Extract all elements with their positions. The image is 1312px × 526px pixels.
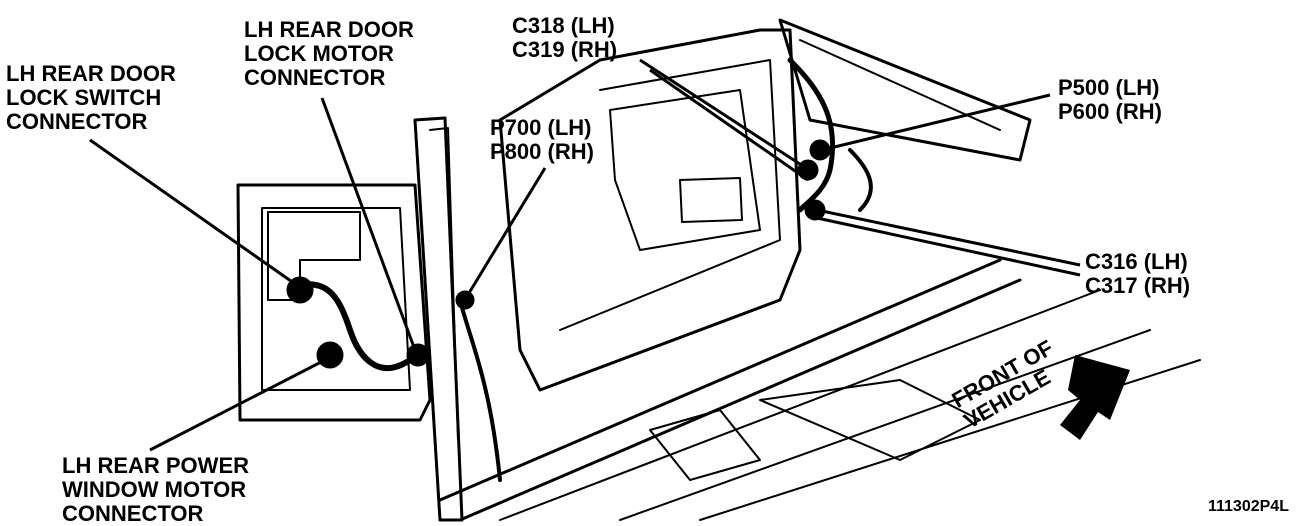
leader-c316-b (816, 216, 1081, 277)
rocker-sill (438, 258, 1002, 502)
lock-motor-label: LH REAR DOOR LOCK MOTOR CONNECTOR (244, 18, 414, 90)
arrow-icon (1060, 355, 1130, 440)
c316-line: C316 (LH) (1085, 249, 1188, 274)
rear-door-panel (236, 183, 432, 422)
lock-switch-line-1: LH REAR DOOR (6, 61, 176, 86)
c316-c317-label: C316 (LH) C317 (RH) (1085, 250, 1190, 298)
p700-line: P700 (LH) (490, 115, 592, 140)
c317-line: C317 (RH) (1085, 273, 1191, 298)
p500-line: P500 (LH) (1058, 75, 1160, 100)
leader-c316-a (816, 208, 1081, 267)
window-motor-label: LH REAR POWER WINDOW MOTOR CONNECTOR (62, 454, 249, 526)
rear-door-trim (261, 207, 411, 391)
floor-pan (619, 329, 1201, 521)
p500-connector (809, 139, 831, 161)
p700-p800-label: P700 (LH) P800 (RH) (490, 116, 594, 164)
window-motor-line-1: LH REAR POWER (62, 453, 249, 478)
c318-line: C318 (LH) (512, 13, 615, 38)
lock-motor-connector (406, 343, 430, 367)
window-motor-line-2: WINDOW MOTOR (62, 477, 247, 502)
p600-line: P600 (RH) (1058, 99, 1162, 124)
pillar-harness (458, 298, 502, 482)
a-pillar (778, 18, 1032, 162)
lock-motor-line-2: LOCK MOTOR (244, 41, 394, 66)
lock-switch-line-2: LOCK SWITCH (6, 85, 162, 110)
lock-switch-line-3: CONNECTOR (6, 109, 148, 134)
lock-motor-line-1: LH REAR DOOR (244, 17, 414, 42)
lock-switch-label: LH REAR DOOR LOCK SWITCH CONNECTOR (6, 62, 176, 134)
front-door-inner (609, 89, 761, 251)
p700-connector (455, 290, 475, 310)
leader-c318-a (639, 58, 807, 170)
front-door-opening (498, 28, 802, 392)
rear-door-harness (297, 281, 413, 372)
leader-p700 (464, 167, 547, 299)
window-motor-line-3: CONNECTOR (62, 501, 204, 526)
figure-id: 111302P4L (1208, 498, 1289, 515)
leader-lock-motor (320, 97, 417, 351)
c318-c319-label: C318 (LH) C319 (RH) (512, 14, 617, 62)
leader-p500 (821, 93, 1051, 152)
leader-lock-switch (89, 138, 299, 288)
lock-motor-line-3: CONNECTOR (244, 65, 386, 90)
leader-c318-b (649, 68, 809, 182)
p800-line: P800 (RH) (490, 139, 594, 164)
door-lock-plate (267, 211, 361, 301)
front-harness (787, 57, 836, 213)
c319-line: C319 (RH) (512, 37, 618, 62)
p500-p600-label: P500 (LH) P600 (RH) (1058, 76, 1162, 124)
leader-window-motor (149, 358, 326, 452)
